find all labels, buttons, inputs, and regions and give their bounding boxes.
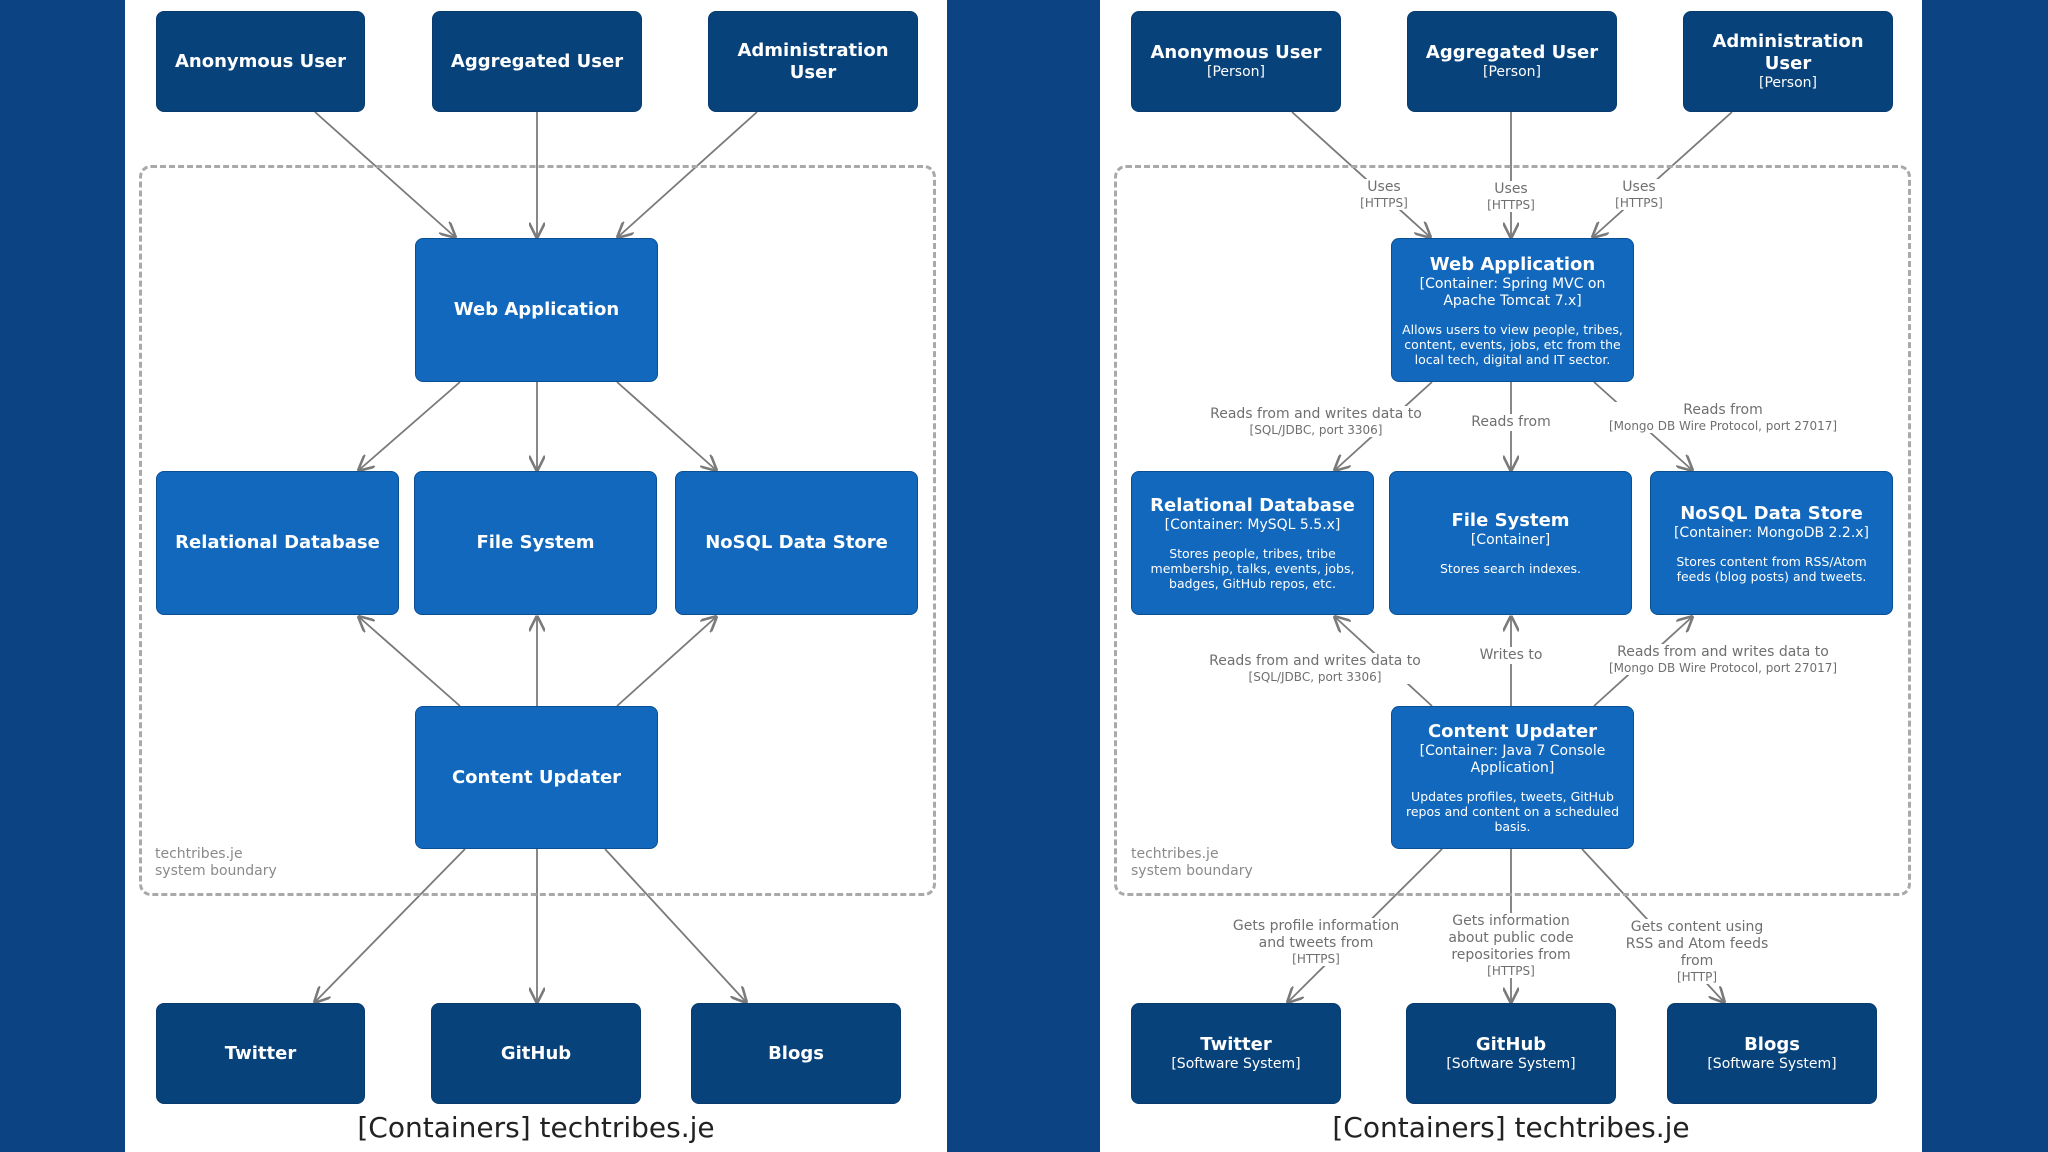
- blogs-box[interactable]: Blogs [Software System]: [1667, 1003, 1877, 1104]
- relational-database-box[interactable]: Relational Database: [156, 471, 399, 615]
- nosql-data-store-box[interactable]: NoSQL Data Store: [675, 471, 918, 615]
- left-diagram-panel: techtribes.je system boundary Anonymous …: [125, 0, 947, 1152]
- left-connectors: [125, 111, 758, 1152]
- aggregated-user-box[interactable]: Aggregated User: [432, 11, 642, 112]
- edge-anon-to-web: [1291, 111, 1430, 237]
- edge-admin-to-web: [618, 111, 758, 237]
- nosql-data-store-box[interactable]: NoSQL Data Store [Container: MongoDB 2.2…: [1650, 471, 1893, 615]
- edge-cu-to-twitter: [315, 848, 466, 1002]
- administration-user-box[interactable]: Administration User [Person]: [1683, 11, 1893, 112]
- edge-cu-to-nosql: [616, 617, 716, 707]
- system-boundary: [139, 165, 936, 896]
- edge-web-to-rdb: [359, 381, 461, 470]
- rel-label-anon-uses: Uses [HTTPS]: [1360, 179, 1408, 210]
- web-application-box[interactable]: Web Application [Container: Spring MVC o…: [1391, 238, 1634, 382]
- boundary-label: techtribes.je system boundary: [155, 846, 277, 879]
- right-diagram-panel: techtribes.je system boundary Anonymous …: [1100, 0, 1922, 1152]
- anonymous-user-box[interactable]: Anonymous User: [156, 11, 365, 112]
- file-system-box[interactable]: File System [Container] Stores search in…: [1389, 471, 1632, 615]
- rel-label-web-to-fs: Reads from: [1471, 414, 1551, 431]
- boundary-label: techtribes.je system boundary: [1131, 846, 1253, 879]
- github-box[interactable]: GitHub [Software System]: [1406, 1003, 1616, 1104]
- content-updater-box[interactable]: Content Updater: [415, 706, 658, 849]
- twitter-box[interactable]: Twitter [Software System]: [1131, 1003, 1341, 1104]
- rel-label-cu-to-rdb: Reads from and writes data to [SQL/JDBC,…: [1209, 653, 1421, 684]
- rel-label-cu-to-blogs: Gets content using RSS and Atom feeds fr…: [1617, 919, 1777, 984]
- rel-label-agg-uses: Uses [HTTPS]: [1487, 181, 1535, 212]
- edge-web-to-nosql: [616, 381, 716, 470]
- relational-database-box[interactable]: Relational Database [Container: MySQL 5.…: [1131, 471, 1374, 615]
- diagram-caption: [Containers] techtribes.je: [357, 1111, 715, 1144]
- rel-label-admin-uses: Uses [HTTPS]: [1615, 179, 1663, 210]
- edge-cu-to-blogs: [604, 848, 746, 1002]
- edge-admin-to-web: [1593, 111, 1733, 237]
- system-boundary: [1114, 165, 1911, 896]
- blogs-box[interactable]: Blogs: [691, 1003, 901, 1104]
- rel-label-cu-to-nosql: Reads from and writes data to [Mongo DB …: [1608, 644, 1838, 675]
- web-application-box[interactable]: Web Application: [415, 238, 658, 382]
- diagram-caption: [Containers] techtribes.je: [1332, 1111, 1690, 1144]
- file-system-box[interactable]: File System: [414, 471, 657, 615]
- edge-anon-to-web: [314, 111, 455, 237]
- aggregated-user-box[interactable]: Aggregated User [Person]: [1407, 11, 1617, 112]
- twitter-box[interactable]: Twitter: [156, 1003, 365, 1104]
- content-updater-box[interactable]: Content Updater [Container: Java 7 Conso…: [1391, 706, 1634, 849]
- rel-label-web-to-nosql: Reads from [Mongo DB Wire Protocol, port…: [1608, 402, 1838, 433]
- administration-user-box[interactable]: Administration User: [708, 11, 918, 112]
- rel-label-cu-to-twitter: Gets profile information and tweets from…: [1231, 918, 1401, 966]
- rel-label-cu-to-fs: Writes to: [1479, 647, 1543, 664]
- edge-cu-to-rdb: [359, 617, 461, 707]
- github-box[interactable]: GitHub: [431, 1003, 641, 1104]
- anonymous-user-box[interactable]: Anonymous User [Person]: [1131, 11, 1341, 112]
- rel-label-cu-to-github: Gets information about public code repos…: [1446, 913, 1576, 978]
- rel-label-web-to-rdb: Reads from and writes data to [SQL/JDBC,…: [1210, 406, 1422, 437]
